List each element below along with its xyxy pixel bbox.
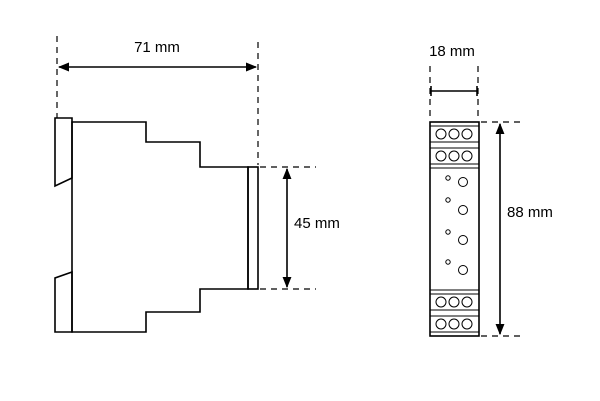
potentiometer — [458, 205, 468, 215]
front-width-label: 18 mm — [429, 43, 475, 60]
front-panel — [445, 175, 468, 275]
led-indicator — [445, 229, 451, 235]
top-terminal-block-1 — [430, 125, 479, 143]
side-view: 71 mm 45 mm — [54, 36, 340, 333]
din-rail-clip-lower — [54, 270, 73, 333]
led-indicator — [445, 197, 451, 203]
front-height-label: 88 mm — [507, 204, 553, 221]
front-view: 18 mm 88 mm — [429, 43, 553, 337]
side-height-label: 45 mm — [294, 215, 340, 232]
top-terminal-block-2 — [430, 147, 479, 165]
potentiometer — [458, 235, 468, 245]
side-body-outline — [71, 121, 249, 333]
led-indicator — [445, 259, 451, 265]
bottom-terminal-block-1 — [430, 293, 479, 311]
side-width-label: 71 mm — [134, 39, 180, 56]
din-rail-clip — [54, 117, 73, 188]
potentiometer — [458, 265, 468, 275]
bottom-terminal-block-2 — [430, 315, 479, 333]
front-body-outline — [429, 121, 480, 337]
led-indicator — [445, 175, 451, 181]
side-front-plate — [247, 166, 259, 290]
potentiometer — [458, 177, 468, 187]
